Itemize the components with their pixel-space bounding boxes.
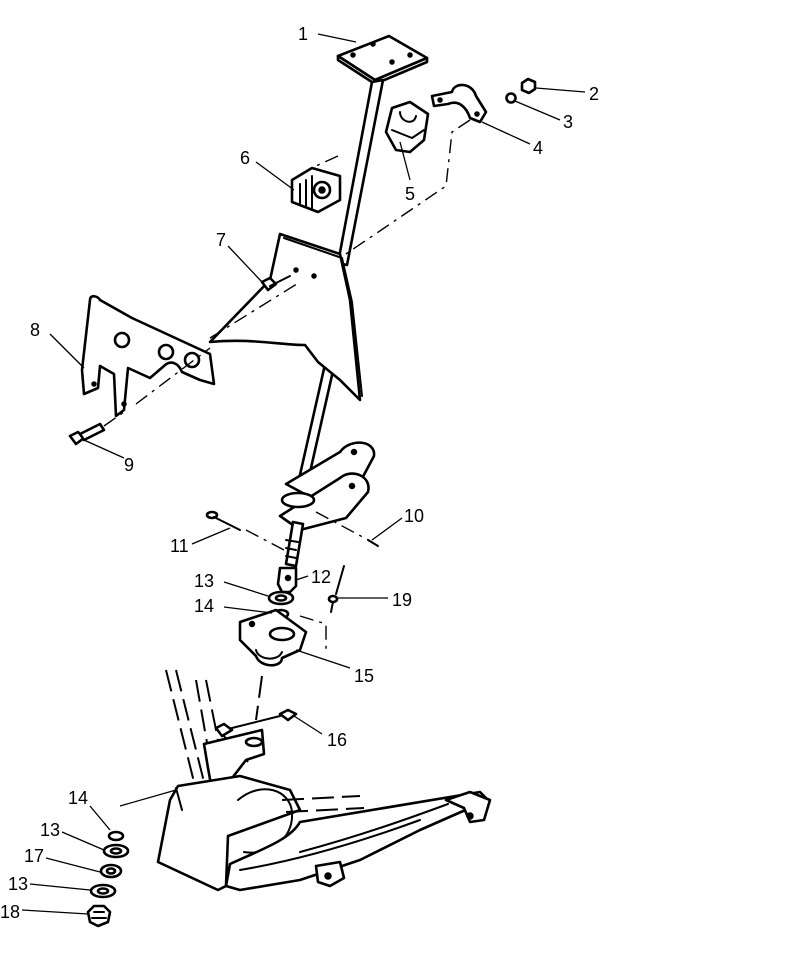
part-4-clamp: [430, 83, 488, 124]
callout-19: 19: [392, 590, 412, 610]
part-13-washer-upper: [267, 590, 295, 606]
callout-2: 2: [589, 84, 599, 104]
part-12-universal-joint: [276, 566, 298, 594]
chassis-front-body: [156, 774, 492, 892]
part-18-castle-nut: [86, 904, 112, 928]
part-10-pin: [367, 539, 379, 547]
lower-steering-shaft: [284, 520, 305, 568]
callout-5: 5: [405, 184, 415, 204]
callout-labels: 1 2 3 4 5 6 7 8 9 10 11 12 13 14 15 16 1…: [0, 24, 599, 922]
callout-4: 4: [533, 138, 543, 158]
part-1-mounting-plate: [336, 34, 429, 86]
callout-17: 17: [24, 846, 44, 866]
callout-12: 12: [311, 567, 331, 587]
steering-arm-mount: [202, 728, 266, 792]
callout-3: 3: [563, 112, 573, 132]
callout-6: 6: [240, 148, 250, 168]
callout-8: 8: [30, 320, 40, 340]
part-7-bolt: [260, 275, 291, 292]
part-2-nut: [520, 77, 537, 95]
part-19-screw: [327, 594, 339, 613]
part-11-cotter-pin: [205, 510, 241, 531]
part-5-bushing: [384, 100, 430, 154]
part-17-lock-washer: [99, 863, 123, 879]
steering-gusset-plate: [208, 232, 363, 402]
part-14-o-ring-lower: [107, 830, 125, 842]
callout-13-lower: 13: [8, 874, 28, 894]
callout-9: 9: [124, 455, 134, 475]
callout-14-lower: 14: [68, 788, 88, 808]
callout-16: 16: [327, 730, 347, 750]
leader-lines: [21, 33, 586, 915]
callout-7: 7: [216, 230, 226, 250]
part-15-steering-block: [238, 608, 308, 667]
part-3-washer: [505, 92, 517, 104]
lower-support-plate-lower: [278, 472, 370, 532]
part-13-washer-middle: [102, 843, 130, 859]
callout-13-middle: 13: [40, 820, 60, 840]
callout-10: 10: [404, 506, 424, 526]
callout-18: 18: [0, 902, 20, 922]
part-8-bracket: [80, 294, 216, 418]
callout-11: 11: [170, 536, 189, 556]
part-13-washer-lower: [89, 883, 117, 899]
callout-13-upper: 13: [194, 571, 214, 591]
part-9-bolt: [68, 422, 106, 446]
part-6-bushing: [290, 166, 342, 214]
part-16-bolt: [214, 708, 298, 738]
callout-14-upper: 14: [194, 596, 214, 616]
callout-15: 15: [354, 666, 374, 686]
steering-post: [295, 78, 385, 492]
callout-1: 1: [298, 24, 308, 44]
